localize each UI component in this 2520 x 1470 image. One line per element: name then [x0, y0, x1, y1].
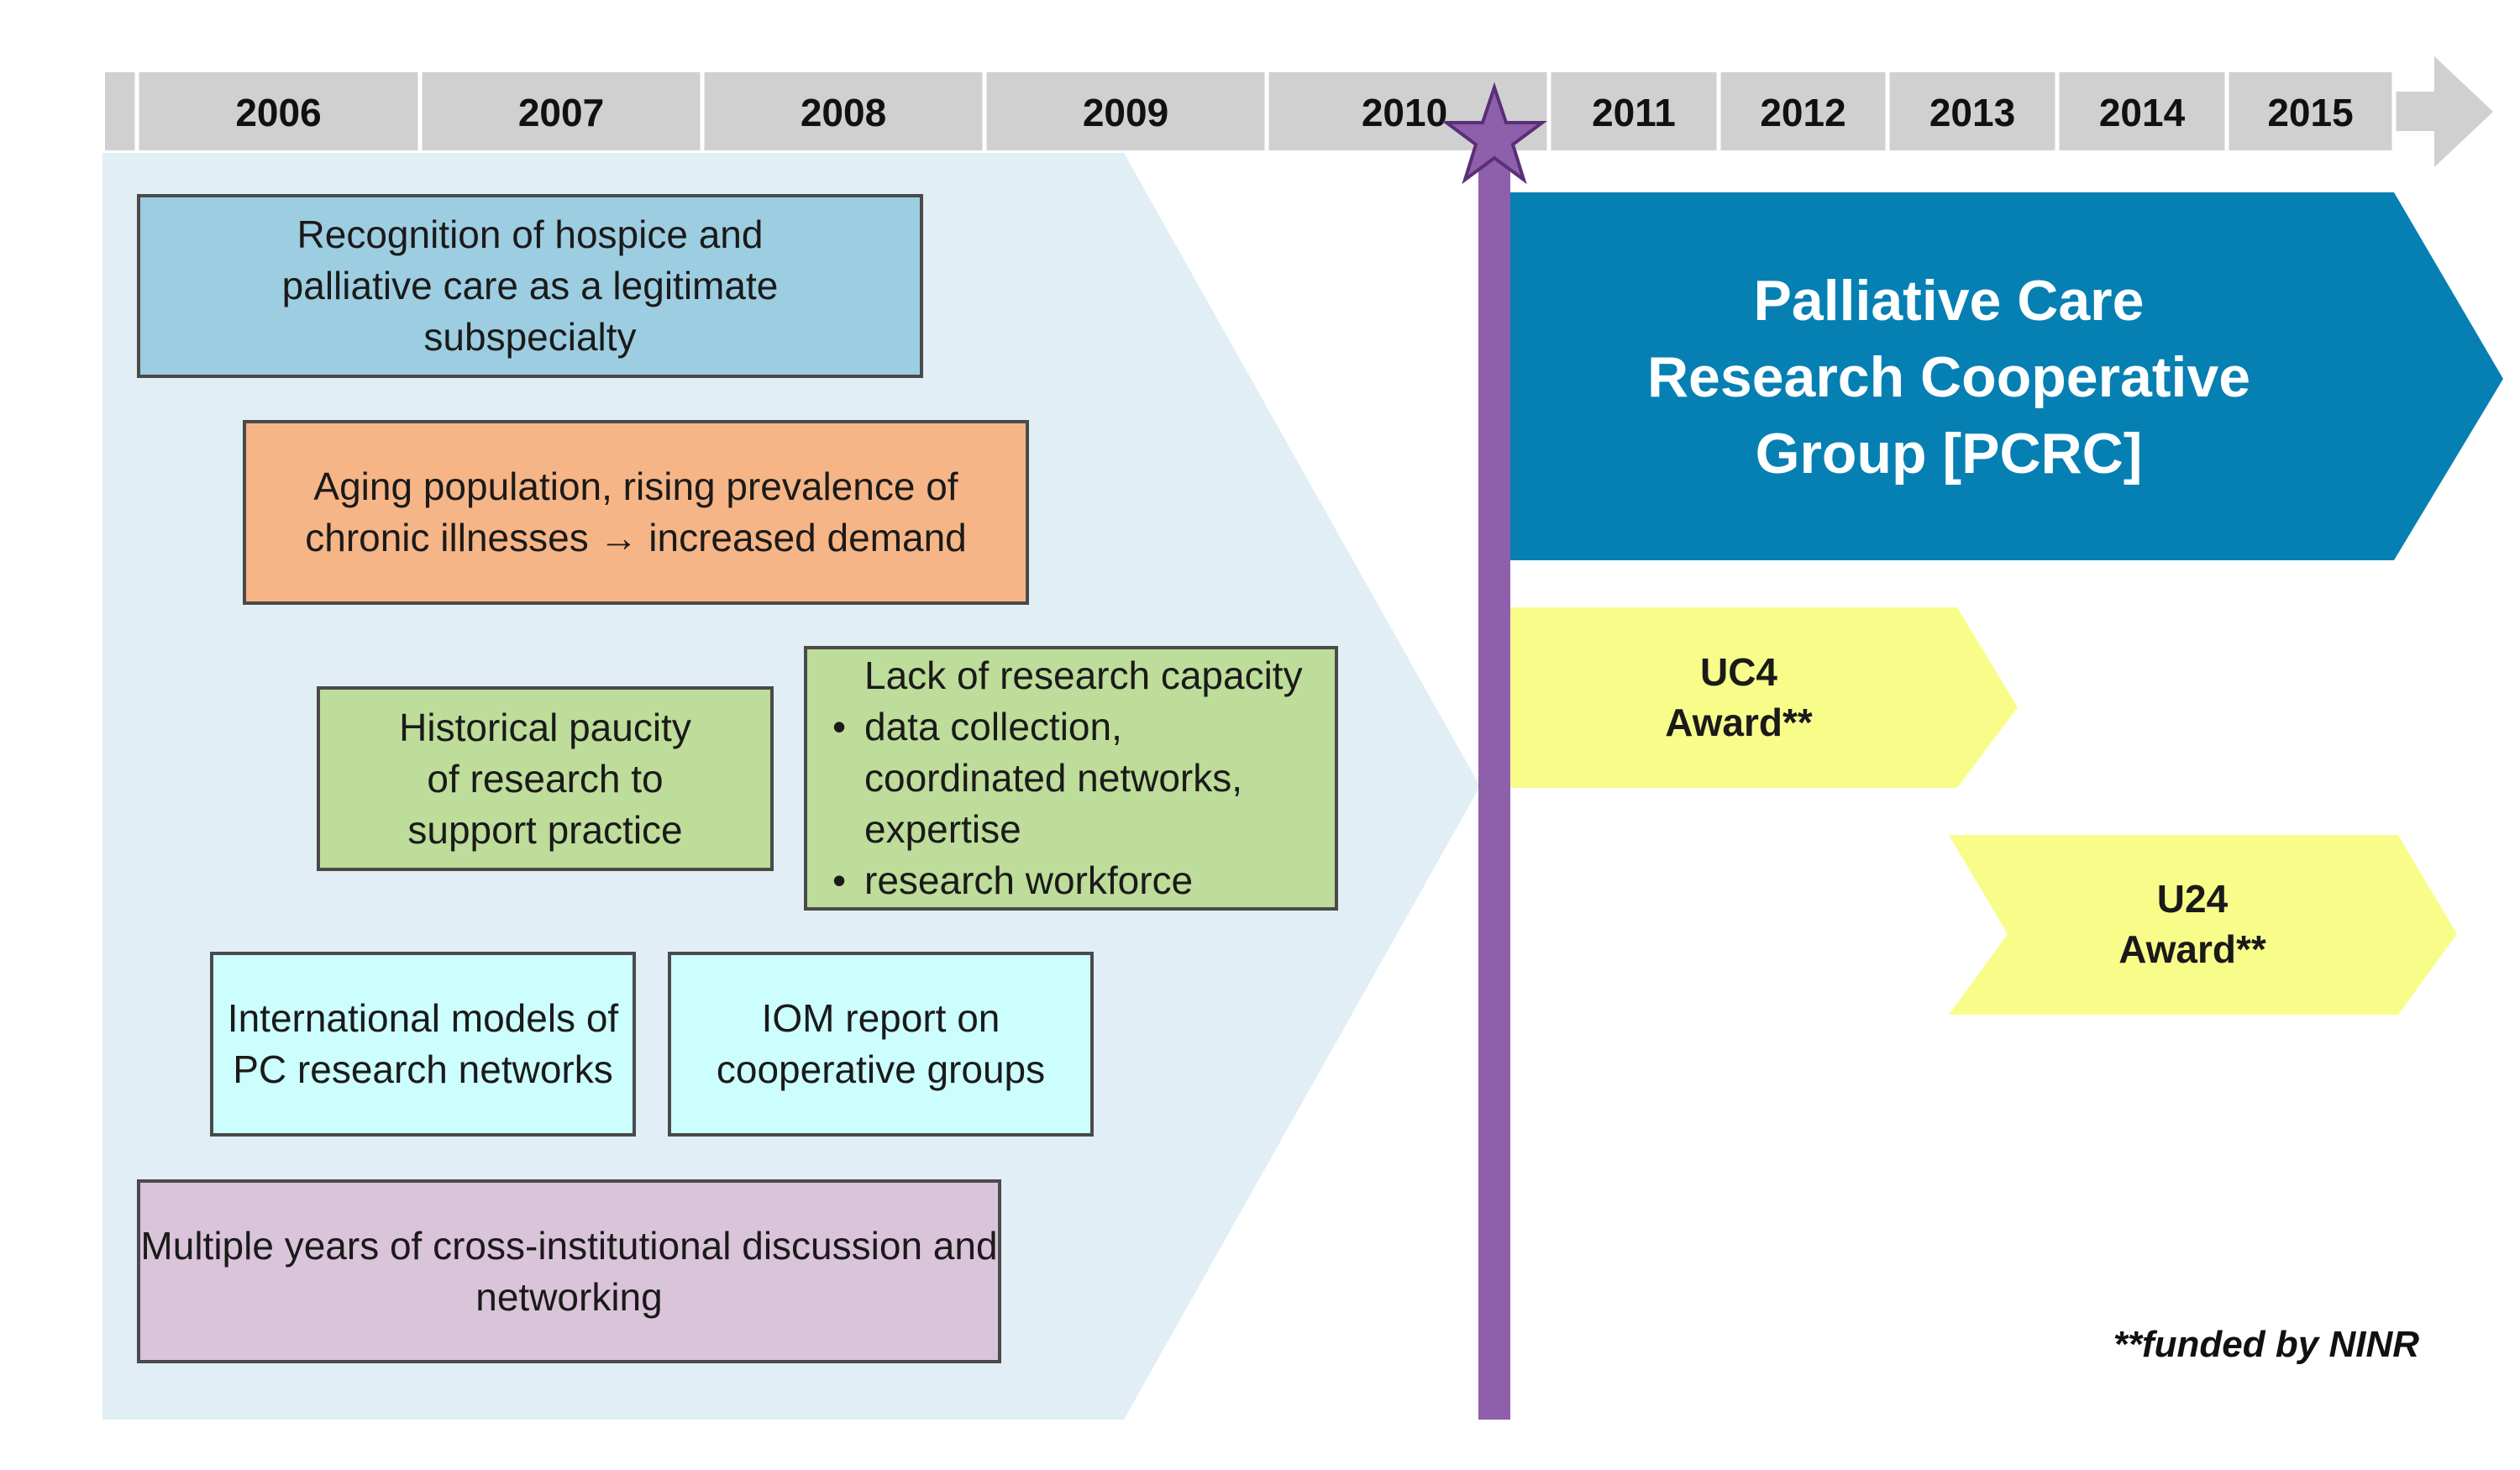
year-dividers	[134, 72, 2397, 150]
paucity-text: Historical paucity of research to suppor…	[399, 705, 691, 852]
discussion-text: Multiple years of cross-institutional di…	[140, 1223, 998, 1319]
year-label: 2006	[235, 91, 321, 134]
year-label: 2007	[518, 91, 604, 134]
timeline-bar	[105, 72, 2394, 150]
aging-text: Aging population, rising prevalence of c…	[305, 465, 967, 559]
timeline-arrowhead	[2394, 56, 2493, 167]
international-text: International models of PC research netw…	[227, 996, 619, 1091]
year-label: 2011	[1592, 91, 1676, 134]
year-label: 2015	[2267, 91, 2353, 134]
iom-text: IOM report on cooperative groups	[716, 996, 1046, 1091]
u24-award-label: U24 Award**	[2118, 877, 2266, 971]
capacity-bullet-1: data collection, coordinated networks, e…	[831, 701, 1311, 855]
capacity-heading: Lack of research capacity	[864, 654, 1303, 697]
year-label: 2013	[1929, 91, 2015, 134]
aging-box: Aging population, rising prevalence of c…	[243, 420, 1029, 605]
milestone-line	[1478, 126, 1510, 1420]
funding-footnote: **funded by NINR	[2113, 1324, 2419, 1365]
recognition-box: Recognition of hospice and palliative ca…	[137, 194, 923, 378]
year-label: 2014	[2099, 91, 2186, 134]
pcrc-arrow	[1510, 192, 2503, 560]
capacity-box: Lack of research capacity data collectio…	[804, 646, 1338, 911]
u24-award-arrow	[1949, 835, 2457, 1015]
capacity-bullet-2: research workforce	[831, 855, 1311, 906]
year-label: 2010	[1362, 91, 1447, 134]
milestone-star-icon	[1441, 81, 1548, 185]
recognition-text: Recognition of hospice and palliative ca…	[281, 213, 779, 359]
paucity-box: Historical paucity of research to suppor…	[317, 686, 774, 871]
iom-box: IOM report on cooperative groups	[668, 952, 1094, 1137]
year-label: 2012	[1760, 91, 1845, 134]
pcrc-title: Palliative Care Research Cooperative Gro…	[1646, 269, 2251, 486]
uc4-award-label: UC4 Award**	[1665, 650, 1813, 744]
international-box: International models of PC research netw…	[210, 952, 636, 1137]
discussion-box: Multiple years of cross-institutional di…	[137, 1179, 1001, 1363]
capacity-bullets: data collection, coordinated networks, e…	[831, 701, 1311, 906]
year-label: 2009	[1083, 91, 1168, 134]
year-label: 2008	[801, 91, 886, 134]
capacity-text: Lack of research capacity data collectio…	[831, 650, 1311, 906]
uc4-award-arrow	[1510, 607, 2018, 788]
year-labels: 2006 2007 2008 2009 2010 2011 2012 2013 2014 2015	[235, 91, 2353, 134]
